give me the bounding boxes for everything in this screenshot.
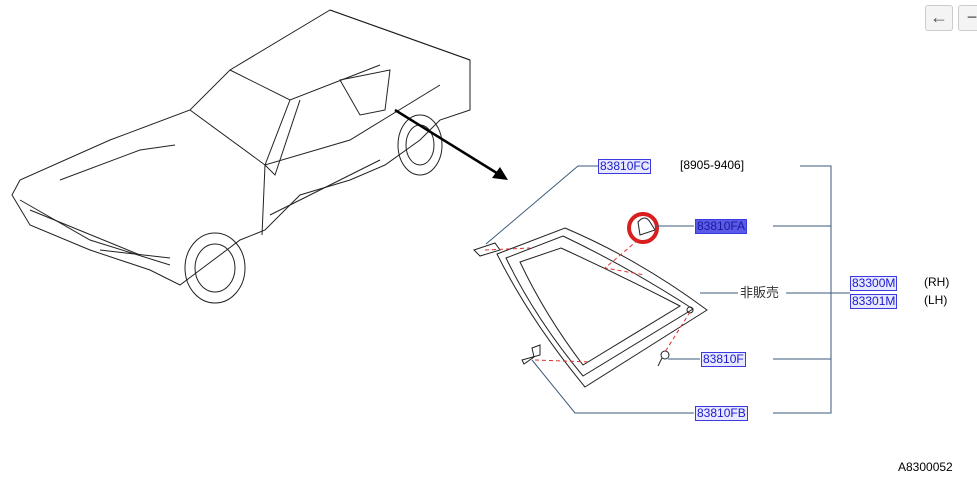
date-range: [8905-9406] [680, 158, 745, 172]
quarter-window-glass [496, 227, 708, 388]
part-link-83810F[interactable]: 83810F [701, 352, 746, 367]
highlight-circle [627, 212, 659, 244]
part-link-83810FB[interactable]: 83810FB [695, 406, 748, 421]
arrow-left-icon: ← [930, 7, 948, 27]
part-link-83810FC[interactable]: 83810FC [598, 159, 652, 174]
clip-83810FA-icon [637, 217, 656, 236]
back-button[interactable]: ← [925, 5, 953, 31]
clip-83810FC-icon [473, 242, 501, 257]
part-link-83810FA[interactable]: 83810FA [695, 219, 748, 234]
arrow-head-icon [492, 167, 508, 180]
callout-arrow [394, 108, 501, 177]
part-link-83300M[interactable]: 83300M [850, 276, 898, 291]
not-sold-label: 非販売 [740, 285, 780, 300]
collapse-button[interactable]: − [958, 5, 977, 31]
minus-icon: − [966, 7, 977, 27]
clip-83810FB-icon [521, 344, 541, 365]
rh-label: (RH) [924, 275, 950, 289]
fastener-83810F-icon [660, 350, 670, 360]
diagram-id: A8300052 [898, 460, 953, 474]
part-link-83301M[interactable]: 83301M [850, 294, 898, 309]
lh-label: (LH) [924, 293, 948, 307]
leader-lines [485, 165, 850, 414]
car-illustration [11, 9, 471, 304]
